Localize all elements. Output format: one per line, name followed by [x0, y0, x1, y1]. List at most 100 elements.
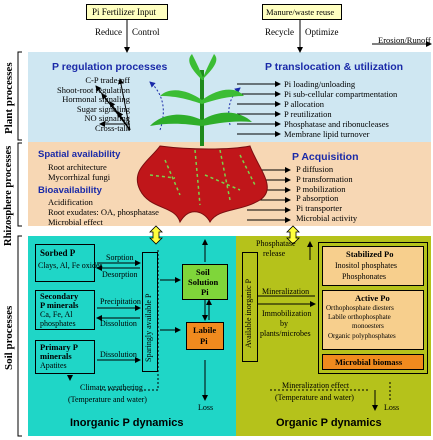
secondary-title: P minerals [40, 300, 79, 310]
sorbed-p-box [35, 244, 95, 282]
translocation-item: P allocation [284, 99, 325, 109]
acquisition-item: Microbial activity [296, 212, 358, 223]
precipitation-label: Precipitation [100, 297, 141, 306]
organic-loss-label: Loss [384, 403, 400, 412]
primary-p-box [35, 340, 95, 374]
active-title: Active Po [355, 293, 390, 303]
regulation-item: C-P trade-off [85, 75, 130, 85]
acquisition-item: P absorption [296, 193, 339, 204]
bioavailability-title: Bioavailability [38, 185, 102, 196]
acquisition-title: P Acquisition [292, 151, 359, 163]
optimize-label: Optimize [305, 27, 339, 37]
labile-pi-label: Labile [193, 325, 217, 335]
control-label: Control [132, 27, 160, 37]
mineralization-label: Mineralization [262, 287, 310, 296]
translocation-item: Pi loading/unloading [284, 79, 356, 89]
organic-outer-box [318, 242, 428, 374]
immobilization-label: plants/microbes [260, 329, 311, 338]
translocation-list: Pi loading/unloading Pi sub-cellular com… [284, 79, 397, 139]
spatial-item: Mycorrhizal fungi [48, 172, 111, 182]
soil-solution-label: Pi [201, 287, 209, 297]
regulation-item: Cross-talk [95, 122, 130, 133]
acquisition-item: Pi transporter [296, 203, 343, 214]
active-box [322, 290, 424, 350]
secondary-sub: phosphates [40, 319, 76, 328]
active-item: Labile orthophosphate [328, 313, 391, 321]
stabilized-item: Inositol phosphates [335, 261, 397, 270]
soil-solution-box [182, 264, 228, 300]
bioavailability-item: Root exudates: OA, phosphatase [48, 207, 159, 217]
reduce-label: Reduce [95, 27, 122, 37]
pi-fertilizer-label: Pi Fertilizer Input [92, 7, 156, 17]
immobilization-label: by [280, 319, 288, 328]
regulation-item: Hormonal signaling [62, 94, 130, 105]
primary-title: minerals [40, 351, 72, 361]
available-label: Available inorganic P [244, 278, 253, 348]
labile-pi-label: Pi [200, 336, 208, 346]
inorganic-loss-label: Loss [198, 403, 214, 412]
secondary-title: Secondary [40, 291, 79, 301]
phosphatase-label: release [263, 249, 286, 258]
stabilized-box [322, 246, 424, 286]
bioavailability-item: Microbial effect [48, 217, 103, 227]
primary-sub: Apatites [40, 361, 67, 370]
secondary-sub: Ca, Fe, Al [40, 310, 73, 319]
manure-label: Manure/waste reuse [266, 7, 335, 17]
translocation-item: Pi sub-cellular compartmentation [284, 89, 398, 99]
spatial-title: Spatial availability [38, 149, 121, 160]
rhizosphere-processes-label: Rhizosphere processes [3, 145, 14, 246]
sorbed-p-sub: Clays, Al, Fe oxides [38, 261, 103, 270]
soil-solution-label: Solution [188, 277, 219, 287]
translocation-item: Phosphatase and ribonucleases [284, 119, 389, 129]
primary-title: Primary P [40, 342, 78, 352]
translocation-item: P reutilization [284, 109, 332, 119]
mineralization-effect-label: Mineralization effect [282, 381, 350, 390]
soil-processes-label: Soil processes [3, 305, 15, 370]
acquisition-item: P diffusion [296, 164, 334, 174]
microbial-box [322, 354, 424, 370]
pi-fertilizer-box [86, 4, 168, 20]
labile-pi-box [186, 322, 224, 350]
dissolution-label: Dissolution [100, 319, 137, 328]
acquisition-list: P diffusion P transformation P mobilizat… [296, 164, 358, 224]
sorption-label: Sorption [106, 253, 134, 262]
recycle-label: Recycle [265, 27, 294, 37]
translocation-title: P translocation & utilization [265, 61, 404, 73]
sparingly-label: Sparingly available P [144, 293, 153, 362]
desorption-label: Desorption [102, 270, 138, 279]
climate-label: Climate weathering [80, 383, 143, 392]
soil-solution-label: Soil [196, 267, 210, 277]
immobilization-label: Immobilization [262, 309, 312, 318]
active-item: Organic polyphosphates [328, 332, 396, 340]
erosion-label: Erosion/Runoff [378, 35, 431, 45]
stabilized-item: Phosphonates [342, 272, 386, 281]
stabilized-title: Stabilized Po [346, 249, 394, 259]
phosphatase-label: Phosphatase [256, 239, 296, 248]
microbial-label: Microbial biomass [335, 357, 403, 367]
mineralization-effect-sub: (Temperature and water) [275, 393, 354, 402]
inorganic-title: Inorganic P dynamics [70, 417, 184, 429]
bioavailability-item: Acidification [48, 197, 93, 207]
organic-title: Organic P dynamics [276, 417, 382, 429]
regulation-item: Shoot-root regulation [57, 84, 130, 95]
manure-box [262, 4, 342, 20]
regulation-list: C-P trade-off Shoot-root regulation Horm… [57, 75, 130, 134]
translocation-item: Membrane lipid turnover [284, 129, 370, 139]
spatial-item: Root architecture [48, 162, 107, 172]
regulation-title: P regulation processes [52, 61, 168, 73]
acquisition-item: P mobilization [296, 183, 346, 194]
regulation-item: NO signaling [84, 113, 130, 124]
active-item: Orthophosphate diesters [326, 304, 394, 312]
active-item: monoesters [352, 322, 384, 330]
sparingly-bar [142, 252, 158, 372]
climate-sub: (Temperature and water) [68, 395, 147, 404]
available-bar [242, 252, 258, 362]
dissolution-label: Dissolution [100, 350, 137, 359]
secondary-p-box [35, 290, 95, 330]
plant-processes-label: Plant processes [3, 62, 15, 134]
acquisition-item: P transformation [296, 173, 353, 184]
sorbed-p-title: Sorbed P [40, 248, 76, 258]
regulation-item: Sugar signaling [76, 103, 130, 114]
